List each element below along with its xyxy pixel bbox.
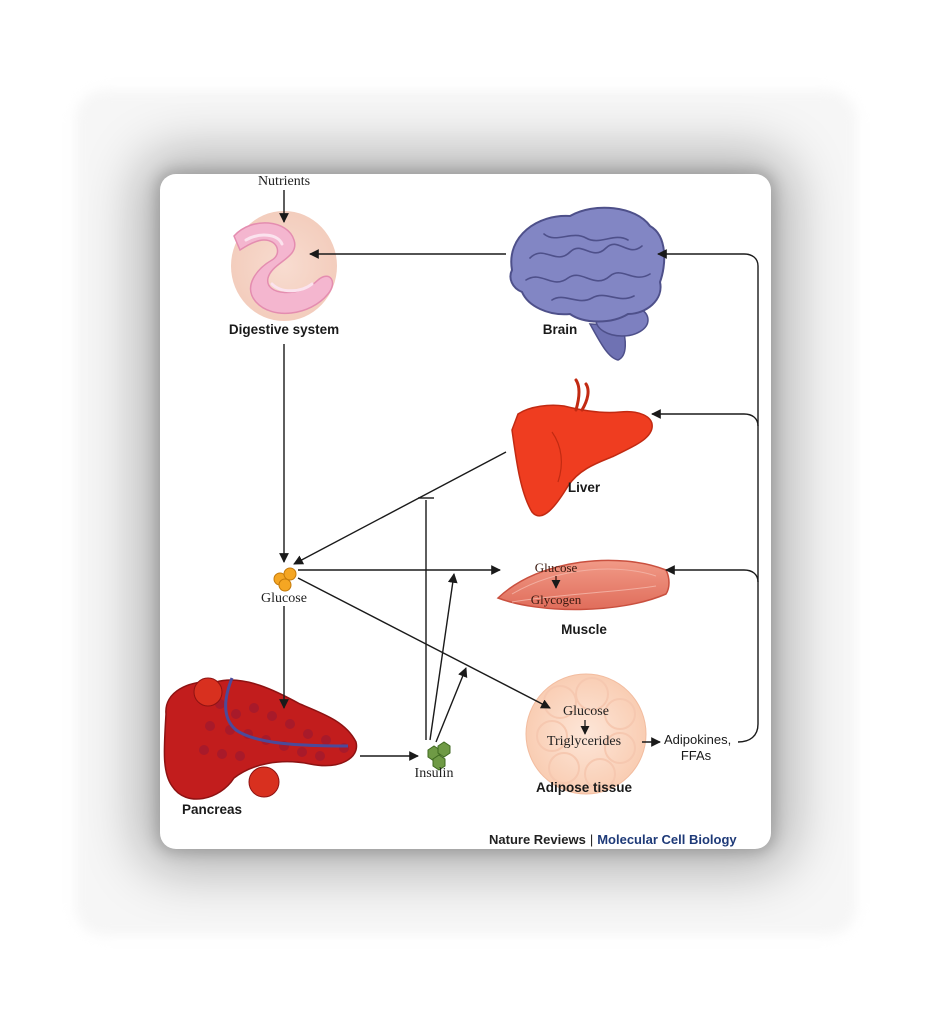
credit-publisher: Nature Reviews — [489, 832, 586, 847]
adipose-tissue-label: Adipose tissue — [535, 780, 633, 795]
figure-credit: Nature Reviews|Molecular Cell Biology — [489, 832, 737, 847]
pancreas-label: Pancreas — [181, 802, 243, 817]
pancreas-icon — [163, 677, 358, 800]
insulin-label: Insulin — [414, 766, 454, 781]
glucose-molecule-icon — [273, 567, 297, 592]
adipose-tissue-icon — [525, 673, 647, 795]
muscle-glucose-label: Glucose — [534, 560, 578, 575]
muscle-label: Muscle — [561, 622, 607, 637]
glucose-label: Glucose — [261, 591, 307, 606]
muscle-glycogen-label: Glycogen — [530, 592, 582, 607]
adipokines-label: Adipokines, — [664, 732, 732, 747]
brain-icon — [509, 206, 666, 361]
digestive-system-icon — [231, 211, 337, 321]
insulin-molecule-icon — [427, 741, 451, 771]
diagram-card: Nutrients Digestive system Brain Liver G… — [160, 174, 771, 849]
brain-label: Brain — [542, 322, 578, 337]
ffas-label: FFAs — [680, 748, 712, 763]
credit-separator: | — [589, 832, 594, 847]
nutrients-label: Nutrients — [257, 174, 311, 189]
pathway-arrows — [279, 190, 759, 761]
adipose-glucose-label: Glucose — [563, 704, 609, 719]
adipose-triglycerides-label: Triglycerides — [546, 734, 622, 749]
liver-label: Liver — [567, 480, 601, 495]
digestive-system-label: Digestive system — [228, 322, 340, 337]
liver-icon — [511, 378, 653, 517]
diagram-canvas — [163, 190, 759, 800]
credit-journal: Molecular Cell Biology — [597, 832, 737, 847]
muscle-icon — [496, 559, 670, 611]
